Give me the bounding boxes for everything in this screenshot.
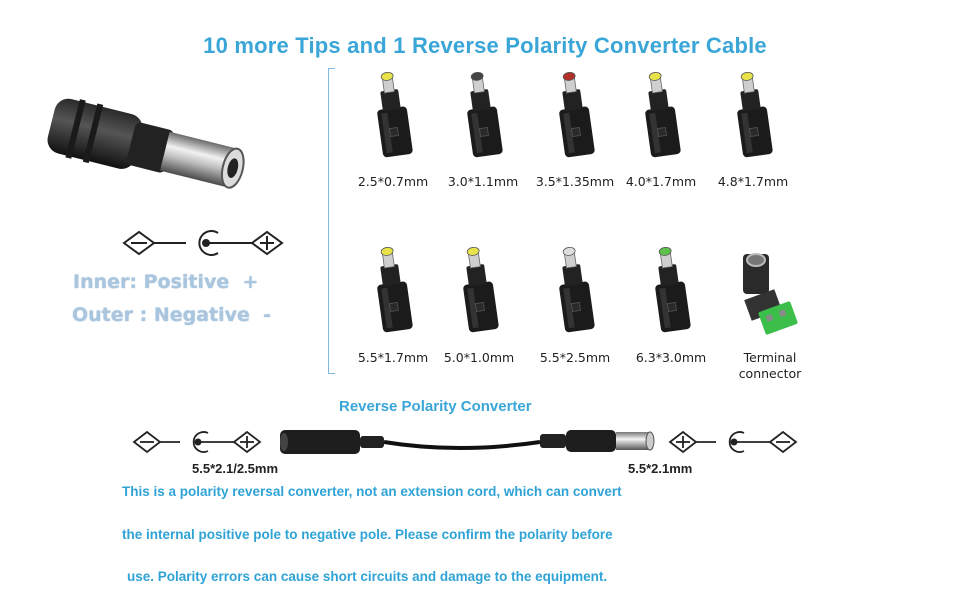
page-title: 10 more Tips and 1 Reverse Polarity Conv… (203, 33, 767, 58)
outer-polarity-label: Outer : Negative - (72, 304, 272, 326)
row1-tip-label-5: 4.8*1.7mm (717, 174, 789, 189)
row1-tip-label-4: 4.0*1.7mm (625, 174, 697, 189)
row2-tip-image-3 (540, 243, 610, 348)
dc-plug-image (47, 98, 245, 189)
row2-tip-label-3: 5.5*2.5mm (539, 350, 611, 365)
row2-tip-image-4 (636, 243, 706, 348)
row1-tip-label-3: 3.5*1.35mm (535, 174, 615, 189)
description-line1: This is a polarity reversal converter, n… (122, 484, 622, 499)
converter-cable-image (280, 430, 655, 454)
row2-tip-label-2: 5.0*1.0mm (443, 350, 515, 365)
row2-tip-image-1 (358, 243, 428, 348)
left-polarity-symbol (132, 430, 262, 454)
converter-right-size: 5.5*2.1mm (628, 461, 693, 476)
converter-title: Reverse Polarity Converter (339, 398, 532, 415)
row1-tip-label-1: 2.5*0.7mm (357, 174, 429, 189)
terminal-label-line1: Terminal (743, 350, 797, 365)
inner-polarity-label: Inner: Positive + (73, 271, 259, 293)
terminal-label-line2: connector (738, 366, 802, 381)
tips-bracket (328, 68, 335, 374)
row2-tip-label-1: 5.5*1.7mm (357, 350, 429, 365)
description-line2: the internal positive pole to negative p… (122, 527, 613, 542)
description-line3: use. Polarity errors can cause short cir… (127, 569, 608, 584)
polarity-symbol (122, 230, 284, 256)
row1-tip-label-2: 3.0*1.1mm (447, 174, 519, 189)
row1-tip-image-4 (626, 68, 696, 173)
terminal-connector-image (743, 253, 798, 335)
converter-left-size: 5.5*2.1/2.5mm (192, 461, 279, 476)
row1-tip-image-5 (718, 68, 788, 173)
row1-tip-image-1 (358, 68, 428, 173)
row1-tip-image-2 (448, 68, 518, 173)
row2-tip-image-2 (444, 243, 514, 348)
row1-tip-image-3 (540, 68, 610, 173)
row2-tip-label-4: 6.3*3.0mm (635, 350, 707, 365)
right-polarity-symbol (668, 430, 798, 454)
